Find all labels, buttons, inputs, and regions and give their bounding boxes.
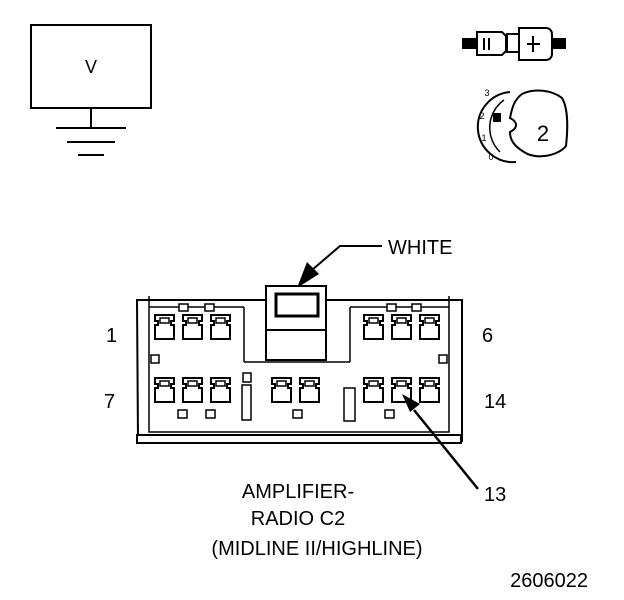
amplifier-radio-c2-connector bbox=[135, 285, 463, 444]
pin-label-7: 7 bbox=[104, 391, 115, 413]
voltmeter-label: V bbox=[85, 57, 97, 77]
voltmeter-symbol: V bbox=[30, 24, 152, 109]
key-position-1: 1 bbox=[481, 133, 486, 143]
key-position-2: 2 bbox=[479, 111, 484, 121]
pin-label-1: 1 bbox=[106, 325, 117, 347]
figure-number: 2606022 bbox=[510, 570, 588, 592]
pin-label-13: 13 bbox=[484, 484, 506, 506]
connector-title-line-3: (MIDLINE II/HIGHLINE) bbox=[211, 538, 422, 560]
housing-color-label: WHITE bbox=[388, 237, 452, 259]
key-position-current: 2 bbox=[537, 121, 549, 146]
key-position-3: 3 bbox=[484, 88, 489, 98]
pin-label-6: 6 bbox=[482, 325, 493, 347]
connector-title-line-2: RADIO C2 bbox=[251, 508, 345, 530]
pin-label-14: 14 bbox=[484, 391, 506, 413]
connector-title-line-1: AMPLIFIER- bbox=[242, 481, 354, 503]
housing-color-leader bbox=[297, 245, 382, 288]
probe-connector-icon bbox=[462, 27, 566, 61]
ignition-key-icon: 2 3 2 1 0 bbox=[476, 88, 569, 164]
pin-13-leader bbox=[402, 394, 479, 490]
key-position-0: 0 bbox=[488, 152, 493, 162]
ground-icon bbox=[56, 108, 126, 156]
